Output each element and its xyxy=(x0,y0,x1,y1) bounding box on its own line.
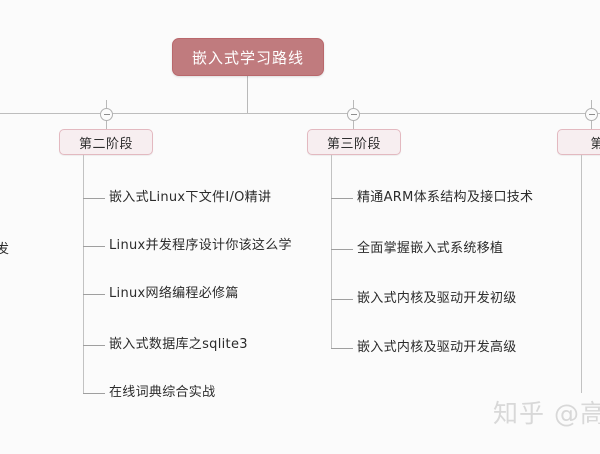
connector-toggle-stage-two xyxy=(106,120,107,130)
stub-stage-two-5 xyxy=(83,393,105,394)
stub-stage-three-4 xyxy=(331,348,353,349)
root-node-label: 嵌入式学习路线 xyxy=(191,48,304,67)
root-node[interactable]: 嵌入式学习路线 xyxy=(172,38,324,76)
stub-stage-two-1 xyxy=(83,198,105,199)
leaf-stage-two-4[interactable]: 嵌入式数据库之sqlite3 xyxy=(109,337,248,352)
connector-toggle-stage-four xyxy=(591,120,592,130)
leaf-stage-three-4[interactable]: 嵌入式内核及驱动开发高级 xyxy=(357,340,517,355)
connector-root-vertical xyxy=(247,76,248,113)
leaf-stage-two-2[interactable]: Linux并发程序设计你该这么学 xyxy=(109,238,292,253)
stub-stage-three-2 xyxy=(331,249,353,250)
stage-node-three-label: 第三阶段 xyxy=(326,136,381,152)
stub-stage-three-1 xyxy=(331,198,353,199)
clipped-text-fragment: 发 xyxy=(0,242,10,257)
collapse-toggle-stage-four[interactable] xyxy=(585,108,598,121)
stage-node-three[interactable]: 第三阶段 xyxy=(307,129,401,155)
stage-node-four[interactable]: 第四 xyxy=(557,129,600,155)
stage-node-four-label: 第四 xyxy=(590,136,600,152)
leaf-stage-three-3[interactable]: 嵌入式内核及驱动开发初级 xyxy=(357,291,517,306)
collapse-toggle-stage-three[interactable] xyxy=(347,108,360,121)
spine-stage-two xyxy=(83,155,84,393)
stub-stage-two-3 xyxy=(83,294,105,295)
stage-node-two-label: 第二阶段 xyxy=(78,136,133,152)
leaf-stage-three-2[interactable]: 全面掌握嵌入式系统移植 xyxy=(357,241,504,256)
stage-node-two[interactable]: 第二阶段 xyxy=(59,129,153,155)
stub-stage-two-4 xyxy=(83,345,105,346)
leaf-stage-two-3[interactable]: Linux网络编程必修篇 xyxy=(109,286,239,301)
connector-trunk-horizontal xyxy=(0,113,600,114)
collapse-toggle-stage-two[interactable] xyxy=(100,108,113,121)
stub-stage-three-3 xyxy=(331,299,353,300)
leaf-stage-two-5[interactable]: 在线词典综合实战 xyxy=(109,385,216,400)
zhihu-watermark: 知乎 @高 xyxy=(493,399,600,428)
spine-stage-four xyxy=(581,155,582,393)
connector-drop-stage-three xyxy=(353,100,354,114)
connector-drop-stage-two xyxy=(106,100,107,114)
spine-stage-three xyxy=(331,155,332,348)
stub-stage-two-2 xyxy=(83,246,105,247)
connector-drop-stage-four xyxy=(591,100,592,114)
connector-toggle-stage-three xyxy=(353,120,354,130)
leaf-stage-three-1[interactable]: 精通ARM体系结构及接口技术 xyxy=(357,190,534,205)
leaf-stage-two-1[interactable]: 嵌入式Linux下文件I/O精讲 xyxy=(109,190,272,205)
